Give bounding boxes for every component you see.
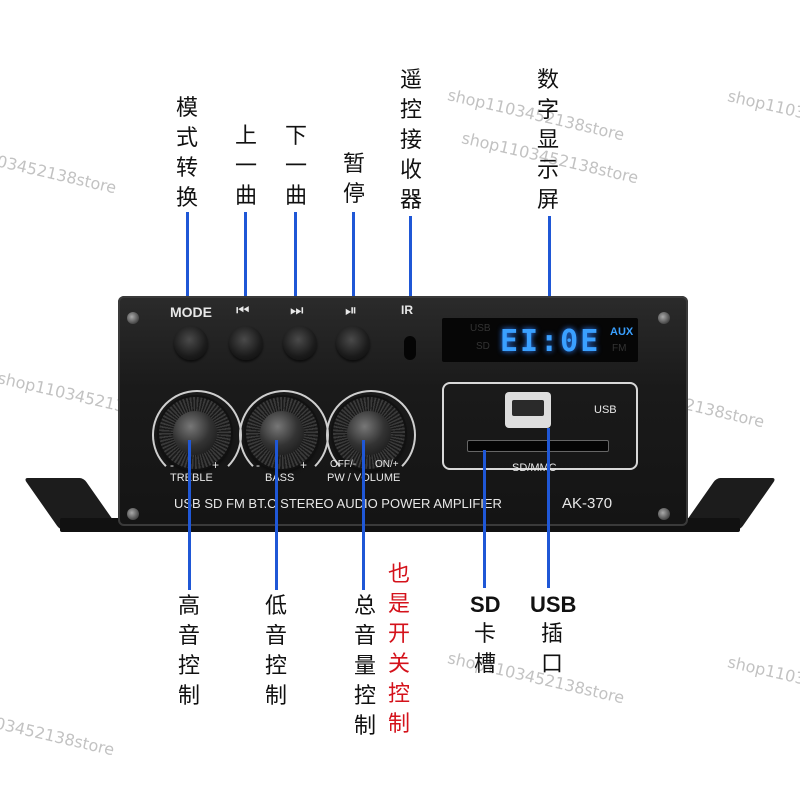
label-sd-title: SD <box>470 592 501 617</box>
play-pause-icon: ⏯ <box>345 302 358 319</box>
screw-icon <box>658 508 670 520</box>
screw-icon <box>658 312 670 324</box>
label-prev-track: 上一曲 <box>234 124 257 209</box>
pointer-sd <box>483 450 486 588</box>
product-description: USB SD FM BT.C STEREO AUDIO POWER AMPLIF… <box>174 496 502 511</box>
prev-track-button[interactable] <box>229 326 263 360</box>
ir-receiver-window <box>404 336 416 360</box>
label-remote-receiver: 遥控接收器 <box>399 68 422 213</box>
pointer-bass <box>275 440 278 590</box>
aux-indicator: AUX <box>610 326 634 338</box>
off-label: OFF/- <box>330 459 357 470</box>
label-master-volume: 总音量控制 <box>353 594 376 739</box>
sdmmc-label: SD/MMC <box>512 462 557 474</box>
label-digital-display: 数字显示屏 <box>536 68 559 213</box>
watermark: shop1103452138store <box>0 138 119 198</box>
bass-label: BASS <box>265 472 295 484</box>
label-mode-switch: 模式转换 <box>175 96 198 211</box>
prev-icon: ⏮ <box>236 302 250 319</box>
pointer-remote <box>409 216 412 296</box>
digital-display: USB SD EI:0E AUX FM <box>442 318 638 362</box>
screw-icon <box>127 312 139 324</box>
volume-power-knob[interactable] <box>333 397 405 469</box>
pointer-next <box>294 212 297 308</box>
treble-minus: - <box>170 458 174 472</box>
ir-receiver-icon: IR <box>401 303 413 317</box>
label-usb-port: 插口 <box>540 622 563 677</box>
mode-button[interactable] <box>174 326 208 360</box>
label-bass-control: 低音控制 <box>264 594 287 709</box>
label-sd-slot: 卡槽 <box>473 622 496 677</box>
pointer-treble <box>188 440 191 590</box>
media-port-frame <box>442 382 638 470</box>
next-icon: ⏭ <box>290 302 304 319</box>
label-usb-title: USB <box>530 592 577 617</box>
label-power-note: 也是开关控制 <box>387 562 410 737</box>
pointer-prev <box>244 212 247 308</box>
pointer-pause <box>352 212 355 308</box>
bass-minus: - <box>256 458 260 472</box>
play-pause-button[interactable] <box>336 326 370 360</box>
bass-knob[interactable] <box>246 397 318 469</box>
usb-indicator: USB <box>470 323 491 334</box>
label-pause: 暂停 <box>342 152 365 207</box>
bass-plus: + <box>300 458 308 472</box>
treble-knob[interactable] <box>159 397 231 469</box>
on-label: ON/+ <box>375 459 399 470</box>
fm-indicator: FM <box>612 343 627 354</box>
pointer-volume <box>362 440 365 590</box>
pointer-mode <box>186 212 189 310</box>
usb-port[interactable] <box>505 392 551 428</box>
watermark: shop1103452138store <box>0 700 117 760</box>
sd-indicator: SD <box>476 341 490 352</box>
display-digits: EI:0E <box>500 324 601 359</box>
mode-label: MODE <box>170 304 212 320</box>
pointer-usb <box>547 428 550 588</box>
label-treble-control: 高音控制 <box>177 594 200 709</box>
treble-plus: + <box>212 458 220 472</box>
volume-scale-arc <box>326 390 416 480</box>
next-track-button[interactable] <box>283 326 317 360</box>
watermark: shop1103452138store <box>725 86 800 146</box>
sd-card-slot[interactable] <box>467 440 609 452</box>
usb-port-label: USB <box>594 404 617 416</box>
watermark: shop1103452138store <box>725 652 800 712</box>
treble-label: TREBLE <box>170 472 213 484</box>
screw-icon <box>127 508 139 520</box>
pointer-display <box>548 216 551 328</box>
label-next-track: 下一曲 <box>284 124 307 209</box>
model-number: AK-370 <box>562 495 613 512</box>
